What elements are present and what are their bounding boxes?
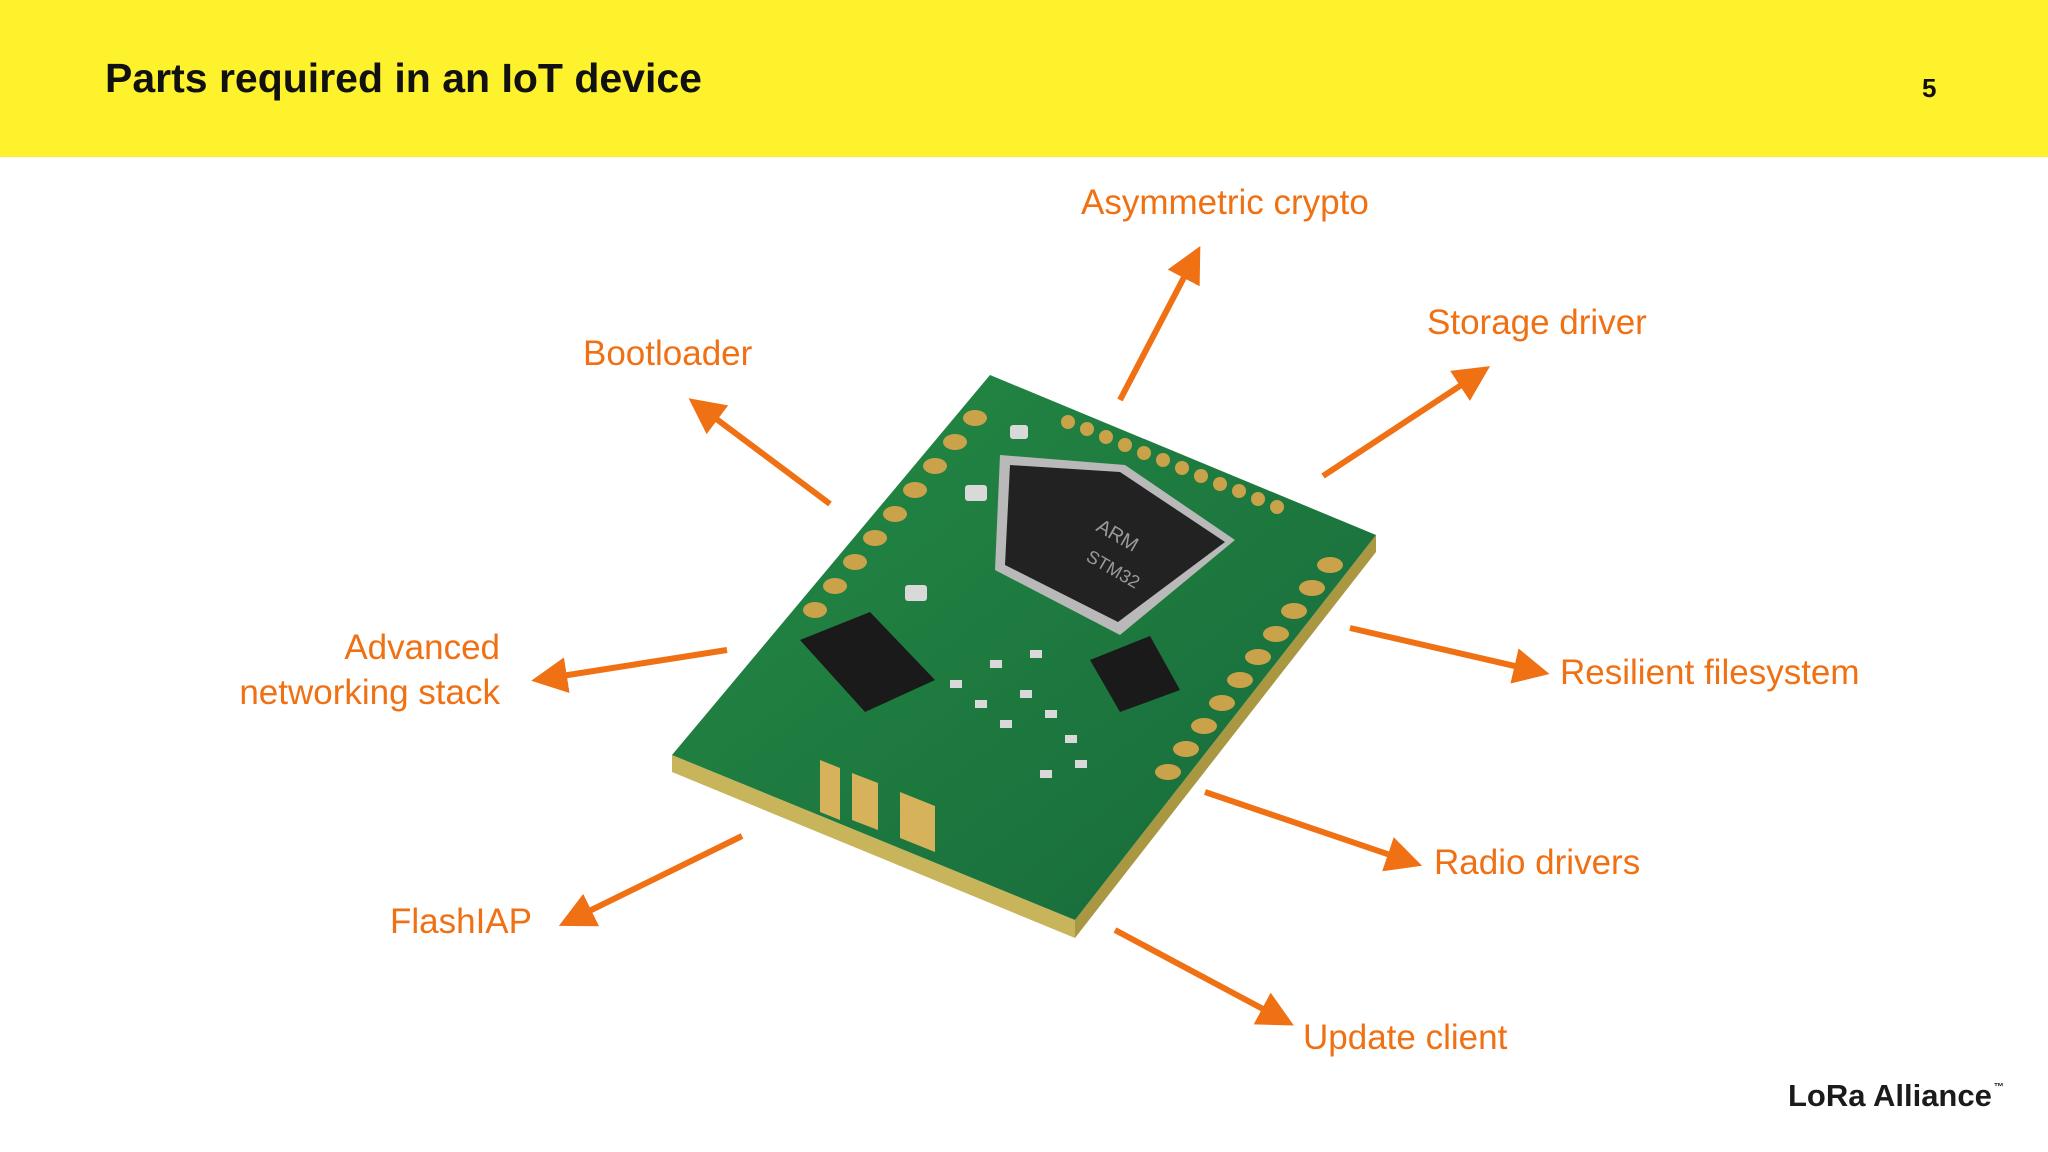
label-bootloader: Bootloader — [583, 331, 752, 376]
label-radio-drivers: Radio drivers — [1434, 840, 1640, 885]
arrow-update-client — [1115, 930, 1278, 1017]
arrow-bootloader — [703, 409, 830, 504]
label-update-client: Update client — [1303, 1015, 1507, 1060]
arrow-storage-driver — [1323, 376, 1475, 476]
arrow-asymmetric-crypto — [1120, 262, 1192, 400]
arrow-flashiap — [575, 836, 742, 918]
label-resilient-filesystem: Resilient filesystem — [1560, 650, 1860, 695]
arrow-resilient-filesystem — [1350, 628, 1532, 670]
logo-trademark: ™ — [1994, 1082, 2004, 1093]
logo-text: LoRa Alliance — [1788, 1078, 1992, 1114]
label-advanced-networking-line1: Advanced — [200, 625, 500, 670]
label-asymmetric-crypto: Asymmetric crypto — [1081, 180, 1369, 225]
label-advanced-networking-line2: networking stack — [200, 670, 500, 715]
arrow-advanced-networking — [549, 650, 727, 678]
arrow-radio-drivers — [1205, 792, 1405, 860]
label-flashiap: FlashIAP — [390, 899, 532, 944]
label-storage-driver: Storage driver — [1427, 300, 1647, 345]
label-advanced-networking: Advanced networking stack — [200, 625, 500, 715]
